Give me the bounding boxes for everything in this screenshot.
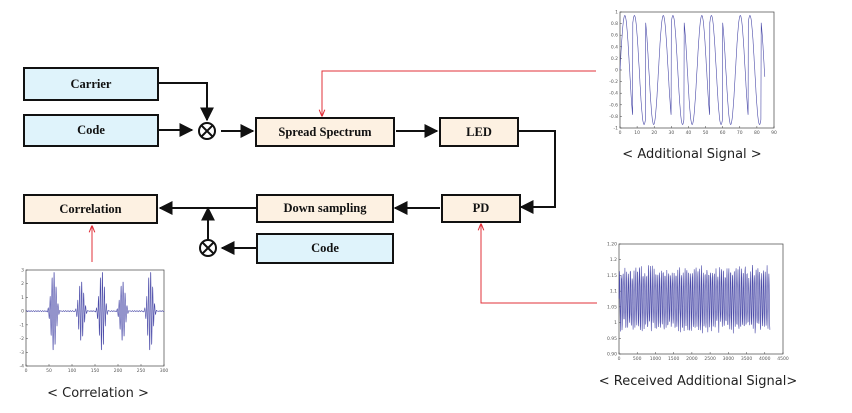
additional-waveform (619, 15, 766, 125)
correlation-plot: 0 50 100 150 200 250 300 3 2 1 0 -1 -2 -3 -4 (20, 268, 169, 375)
mixer-top (198, 122, 216, 140)
additional-plot-x-tick: 0 (619, 130, 622, 136)
additional-plot-x-tick: 60 (720, 130, 726, 136)
correlation-plot-y-tick: 0 (21, 309, 24, 315)
correlation-plot-x-tick: 100 (68, 368, 77, 374)
code-block-top: Code (23, 114, 159, 147)
code-top-label: Code (77, 123, 105, 137)
correlation-plot-frame: 0 50 100 150 200 250 300 3 2 1 0 -1 -2 -3 -4 (20, 268, 169, 375)
correlation-plot-y-tick: -3 (20, 350, 25, 356)
received-plot-x-tick: 2500 (704, 356, 716, 362)
correlation-plot-y-tick: -1 (20, 322, 25, 328)
additional-plot-y-tick: -0.4 (609, 91, 618, 97)
received-plot-x-tick: 3500 (741, 356, 753, 362)
caption-received-additional-signal: < Received Additional Signal> (598, 374, 798, 389)
caption-additional-signal: < Additional Signal > (622, 147, 762, 162)
additional-plot-x-tick: 40 (686, 130, 692, 136)
received-plot-y-tick: 1.05 (607, 304, 617, 310)
code-block-bottom: Code (256, 233, 394, 264)
additional-plot-y-tick: 0.8 (611, 21, 618, 27)
code-bottom-label: Code (311, 241, 339, 255)
mixer-bottom (199, 239, 217, 257)
received-plot-y-tick: 1.1 (610, 289, 617, 295)
additional-plot-x-tick: 90 (771, 130, 777, 136)
spread-spectrum-block: Spread Spectrum (255, 117, 395, 147)
received-plot-x-tick: 1500 (668, 356, 680, 362)
additional-plot-y-tick: -0.2 (609, 79, 618, 85)
additional-plot-x-tick: 50 (703, 130, 709, 136)
down-sampling-block: Down sampling (256, 194, 394, 223)
additional-plot-x-tick: 70 (737, 130, 743, 136)
received-plot-y-tick: 1 (614, 320, 617, 326)
additional-plot-y-tick: 0.2 (611, 56, 618, 62)
received-plot-x-tick: 4000 (759, 356, 771, 362)
correlation-plot-y-tick: -4 (20, 364, 25, 370)
carrier-label: Carrier (70, 76, 112, 91)
additional-plot-y-tick: -1 (614, 126, 619, 132)
correlation-plot-x-tick: 250 (137, 368, 146, 374)
additional-plot-x-tick: 30 (668, 130, 674, 136)
down-sampling-label: Down sampling (283, 201, 367, 215)
correlation-plot-y-tick: 2 (21, 281, 24, 287)
received-plot-x-tick: 1000 (650, 356, 662, 362)
additional-plot-y-tick: -0.8 (609, 114, 618, 120)
correlation-waveform (25, 272, 165, 351)
correlation-plot-y-tick: 1 (21, 295, 24, 301)
carrier-block: Carrier (23, 67, 159, 101)
received-plot-x-tick: 4500 (777, 356, 789, 362)
additional-plot-y-tick: 0.6 (611, 33, 618, 39)
correlation-plot-x-tick: 150 (91, 368, 100, 374)
led-label: LED (466, 124, 492, 139)
received-plot-y-tick: 1.20 (607, 242, 617, 248)
received-plot-x-tick: 2000 (686, 356, 698, 362)
received-plot-y-tick: 0.95 (607, 336, 617, 342)
correlation-plot-x-tick: 300 (160, 368, 169, 374)
correlation-plot-x-tick: 0 (25, 368, 28, 374)
pd-label: PD (472, 201, 490, 215)
correlation-plot-x-tick: 200 (114, 368, 123, 374)
red-arrow-received-signal (481, 224, 597, 304)
pd-block: PD (441, 194, 521, 223)
correlation-plot-x-tick: 50 (46, 368, 52, 374)
received-plot-y-tick: 1.15 (607, 273, 617, 279)
correlation-label: Correlation (59, 201, 122, 216)
red-arrow-additional-signal (322, 70, 596, 116)
arrow-led-to-pd (519, 130, 556, 214)
additional-plot-x-tick: 10 (634, 130, 640, 136)
additional-plot-y-tick: 0.4 (611, 44, 618, 50)
received-plot-y-tick: 1.2 (610, 257, 617, 263)
additional-plot-y-tick: 1 (615, 10, 618, 16)
arrow-carrier-to-mixer (159, 82, 214, 122)
received-plot-x-tick: 500 (633, 356, 642, 362)
received-plot-y-tick: 0.90 (607, 352, 617, 358)
correlation-plot-y-tick: -2 (20, 336, 25, 342)
additional-plot-y-tick: -0.6 (609, 102, 618, 108)
caption-correlation: < Correlation > (47, 386, 149, 401)
correlation-block: Correlation (23, 194, 158, 224)
correlation-plot-y-tick: 3 (21, 268, 24, 274)
additional-signal-plot: 0 10 20 30 40 50 60 70 80 90 1 0.8 0.6 0.4 0.2 0 -0.2 -0.… (609, 10, 777, 137)
additional-plot-y-tick: 0 (615, 68, 618, 74)
received-waveform (618, 264, 771, 334)
additional-plot-x-tick: 20 (651, 130, 657, 136)
received-plot-x-tick: 0 (618, 356, 621, 362)
spread-spectrum-label: Spread Spectrum (278, 124, 372, 139)
additional-plot-x-tick: 80 (754, 130, 760, 136)
received-plot-x-tick: 3000 (723, 356, 735, 362)
led-block: LED (439, 117, 519, 147)
